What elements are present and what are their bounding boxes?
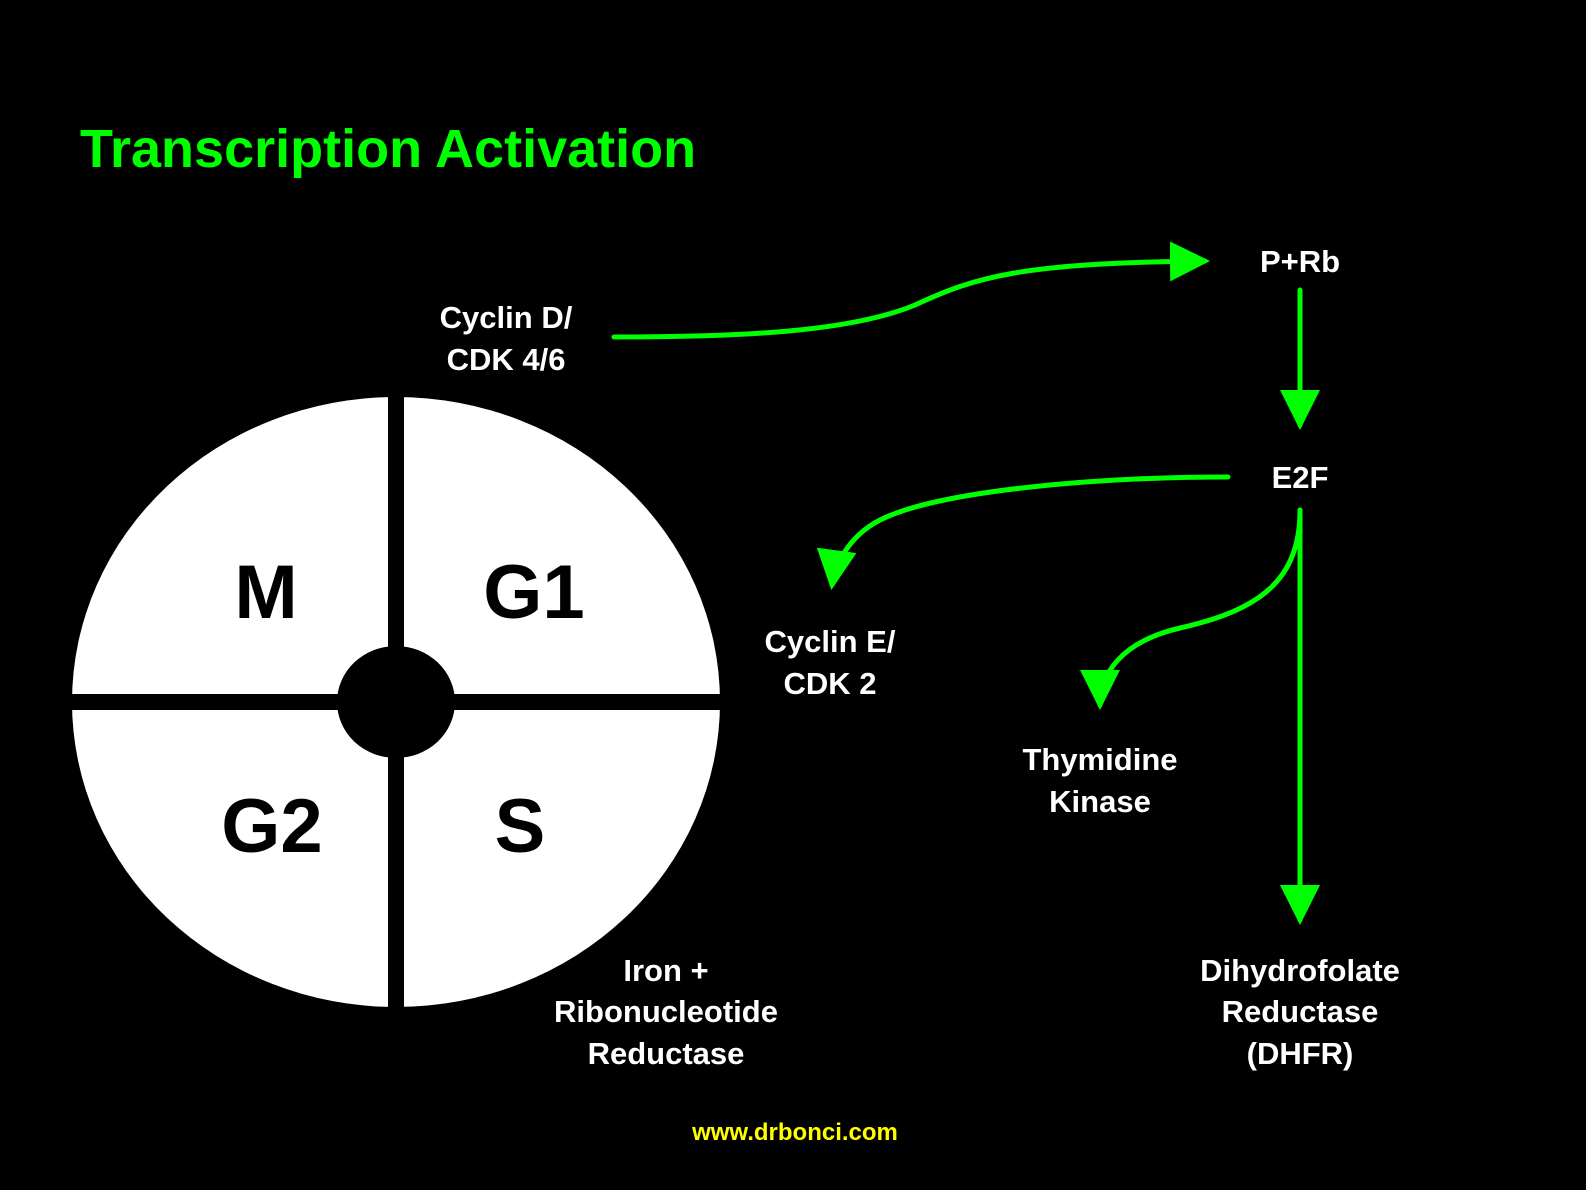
arrow-e2f-to-cyclin-e <box>816 474 1231 590</box>
iron-label-line1: Iron + <box>623 953 708 988</box>
footer-url: www.drbonci.com <box>691 1119 898 1146</box>
phase-s-label: S <box>495 784 546 869</box>
cyclin-e-label-line2: CDK 2 <box>783 666 876 701</box>
cyclin-d-label-line2: CDK 4/6 <box>447 342 566 377</box>
cycle-center-hub <box>337 646 455 758</box>
dhfr-label-line3: (DHFR) <box>1247 1036 1354 1071</box>
arrow-cyclin-d-to-prb <box>611 241 1210 340</box>
iron-label-line3: Reductase <box>588 1036 745 1071</box>
slide-title: Transcription Activation <box>80 119 696 179</box>
phase-m-label: M <box>234 550 297 635</box>
e2f-label: E2F <box>1272 460 1329 495</box>
cyclin-e-label-line1: Cyclin E/ <box>765 624 896 659</box>
cell-cycle-wheel: M G1 G2 S <box>68 390 724 1012</box>
prb-label: P+Rb <box>1260 244 1340 279</box>
iron-label-line2: Ribonucleotide <box>554 994 778 1029</box>
dhfr-label-line1: Dihydrofolate <box>1200 953 1400 988</box>
thymidine-kinase-label-line1: Thymidine <box>1022 742 1177 777</box>
dhfr-label-line2: Reductase <box>1222 994 1379 1029</box>
arrow-e2f-to-thymidine-kinase <box>1080 507 1303 710</box>
phase-g2-label: G2 <box>221 784 322 869</box>
phase-g1-label: G1 <box>483 550 584 635</box>
cyclin-d-label-line1: Cyclin D/ <box>440 300 573 335</box>
thymidine-kinase-label-line2: Kinase <box>1049 784 1151 819</box>
